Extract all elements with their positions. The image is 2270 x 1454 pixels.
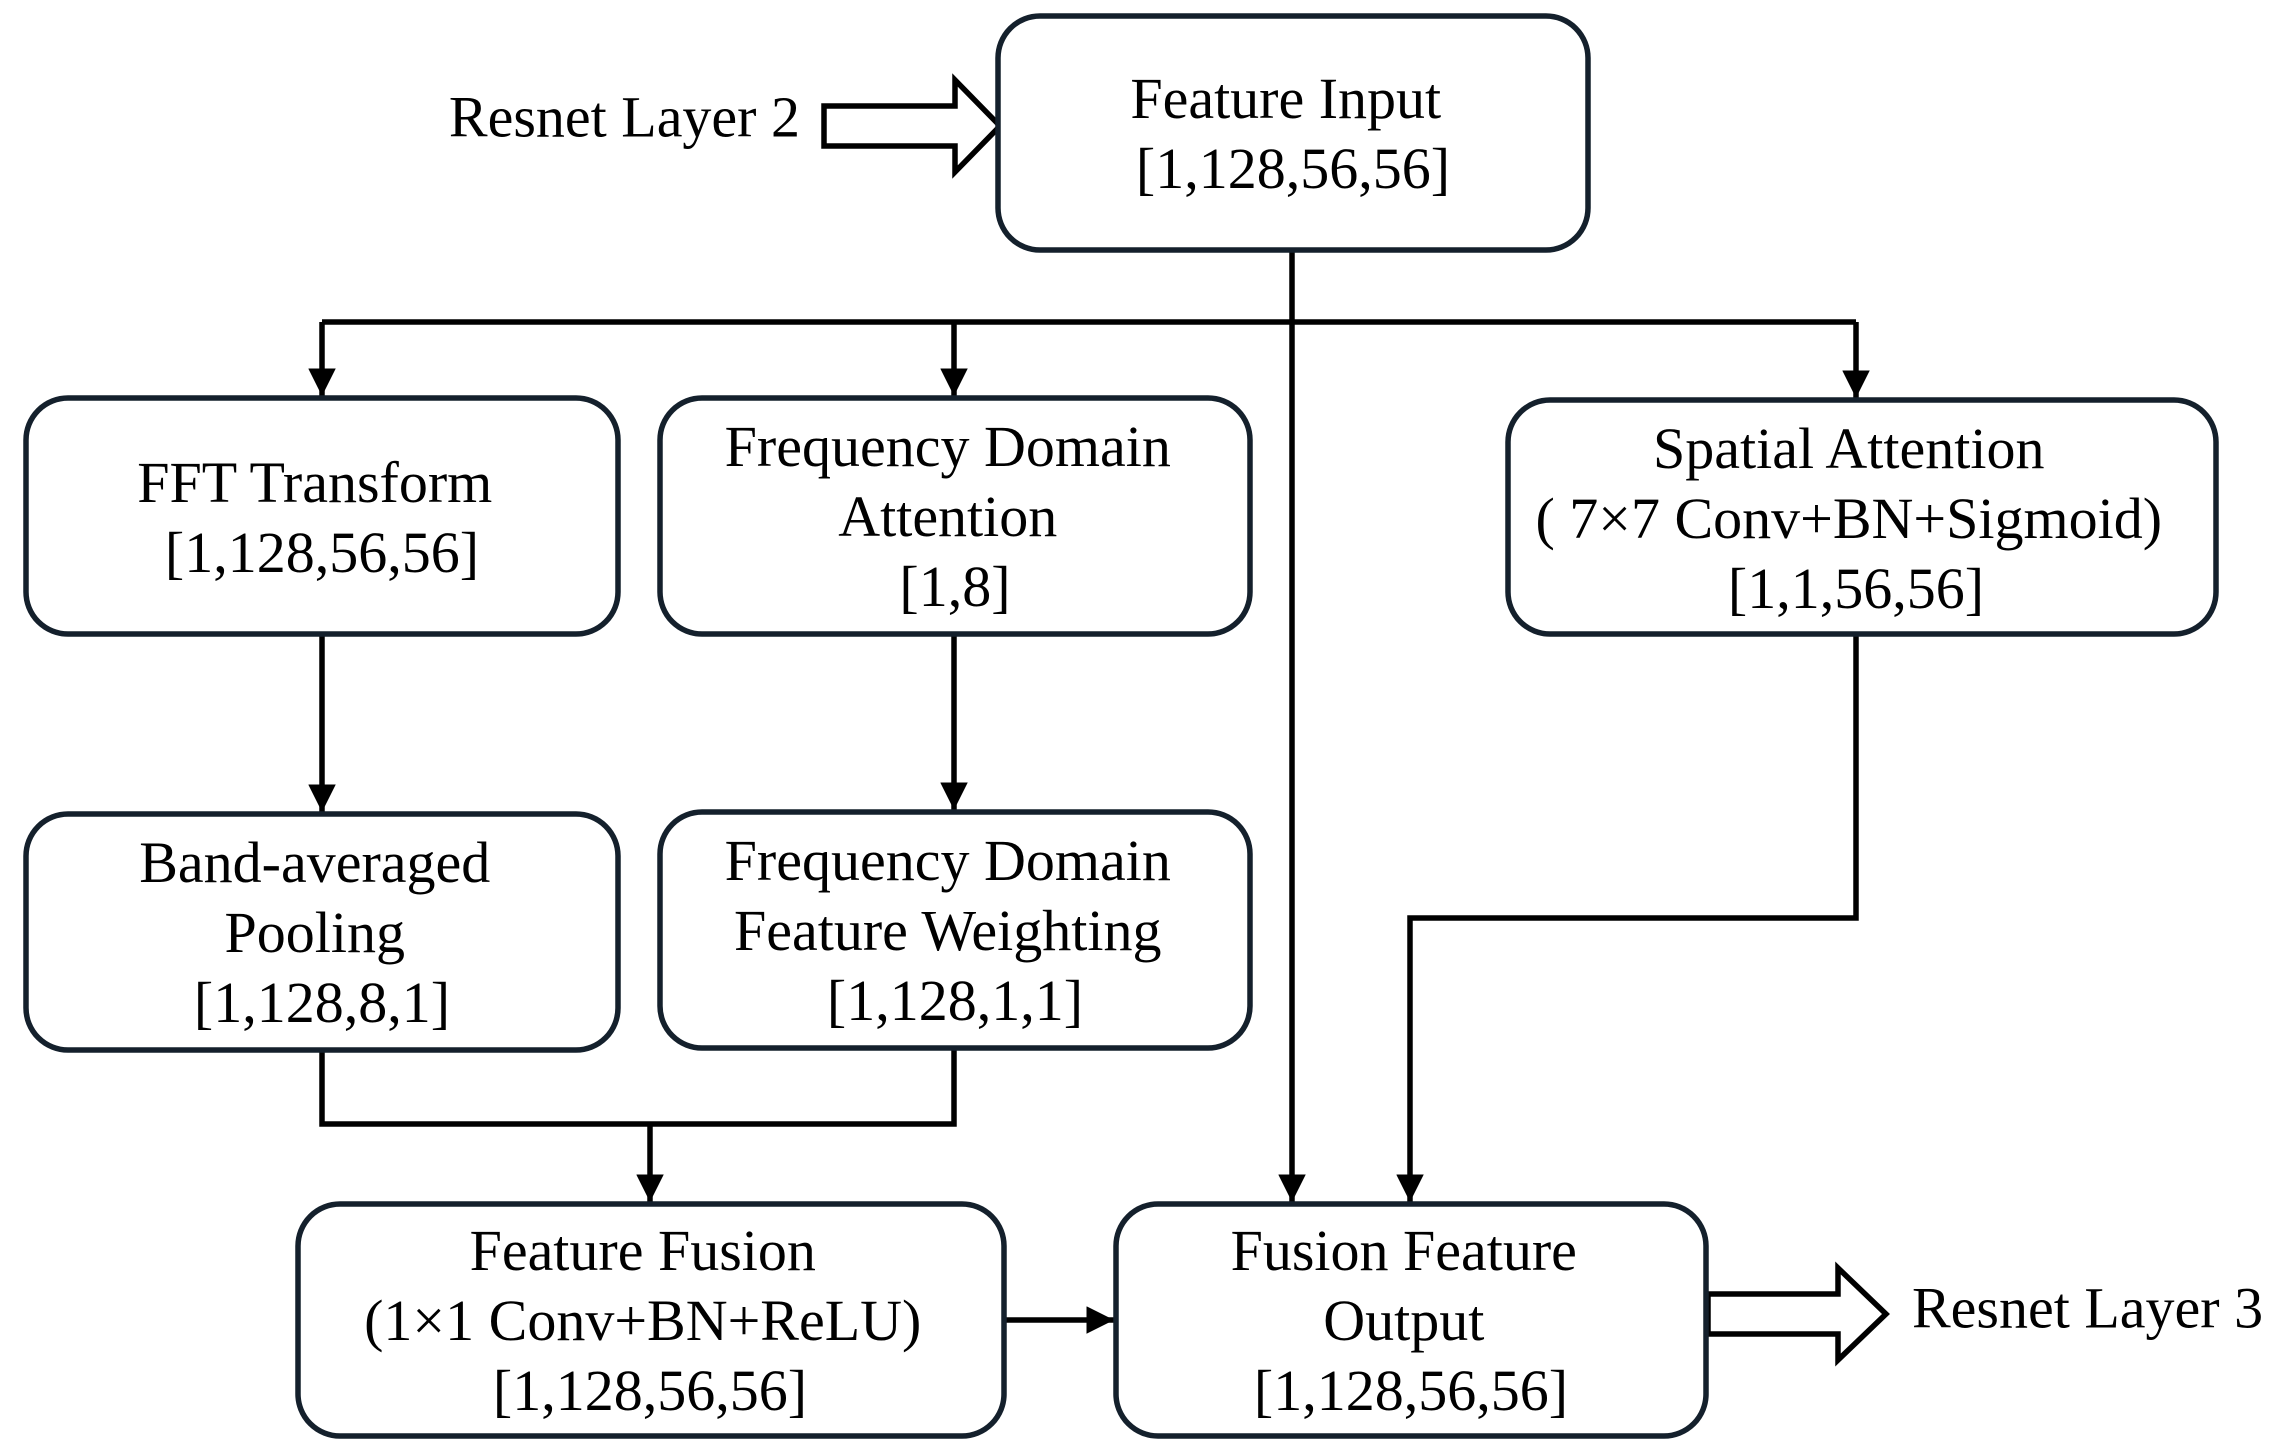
node-freq-attention-line-1: Frequency Domain: [725, 414, 1171, 479]
node-feature-input-line-1: Feature Input: [1130, 66, 1441, 131]
node-spatial-attention-line-3: [1,1,56,56]: [1728, 556, 1984, 621]
node-spatial-attention: Spatial Attention ( 7×7 Conv+BN+Sigmoid)…: [1505, 397, 2219, 637]
svg-text:Frequency Domain Feature: Frequency Domain Feature Weighting [1,12…: [725, 828, 1186, 1033]
node-feature-fusion-line-2: (1×1 Conv+BN+ReLU): [364, 1288, 921, 1353]
node-freq-attention-line-2: Attention: [838, 484, 1057, 549]
node-fft-transform: FFT Transform [1,128,56,56]: [23, 395, 621, 637]
node-fusion-output-line-1: Fusion Feature: [1231, 1218, 1577, 1283]
node-feature-input-line-2: [1,128,56,56]: [1136, 136, 1450, 201]
node-freq-weighting-line-3: [1,128,1,1]: [827, 968, 1083, 1033]
edge-pooling-weighting-merge: [319, 1048, 957, 1127]
svg-text:Spatial Attention ( 7×7: Spatial Attention ( 7×7 Conv+BN+Sigmoid)…: [1535, 416, 2176, 621]
node-band-pooling-line-1: Band-averaged: [139, 830, 490, 895]
node-freq-weighting-line-1: Frequency Domain: [725, 828, 1171, 893]
node-feature-fusion: Feature Fusion (1×1 Conv+BN+ReLU) [1,128…: [295, 1201, 1007, 1439]
node-frequency-feature-weighting: Frequency Domain Feature Weighting [1,12…: [657, 809, 1253, 1051]
node-feature-fusion-line-3: [1,128,56,56]: [493, 1358, 807, 1423]
svg-text:Band-averaged Pooling: Band-averaged Pooling [1,128,8,1]: [139, 830, 505, 1035]
svg-text:Fusion Feature Output: Fusion Feature Output [1,128,56,56]: [1231, 1218, 1592, 1423]
node-freq-attention-line-3: [1,8]: [899, 554, 1010, 619]
node-feature-input: Feature Input [1,128,56,56]: [995, 13, 1591, 253]
node-fft-transform-line-2: [1,128,56,56]: [165, 520, 479, 585]
svg-text:Feature Fusion (1×1 Conv: Feature Fusion (1×1 Conv+BN+ReLU) [1,128…: [364, 1218, 936, 1423]
output-hollow-arrow: [1705, 1261, 1890, 1367]
node-freq-weighting-line-2: Feature Weighting: [734, 898, 1162, 963]
node-band-pooling-line-2: Pooling: [225, 900, 406, 965]
edges: [308, 73, 1890, 1367]
node-band-averaged-pooling: Band-averaged Pooling [1,128,8,1]: [23, 811, 621, 1053]
svg-text:Feature Input [1,128,56,: Feature Input [1,128,56,56]: [1130, 66, 1455, 201]
svg-text:Frequency Domain Attenti: Frequency Domain Attention [1,8]: [725, 414, 1186, 619]
node-fft-transform-line-1: FFT Transform: [137, 450, 492, 515]
node-feature-fusion-line-1: Feature Fusion: [470, 1218, 816, 1283]
node-fusion-output-line-3: [1,128,56,56]: [1254, 1358, 1568, 1423]
output-target-label: Resnet Layer 3: [1912, 1275, 2263, 1340]
node-band-pooling-line-3: [1,128,8,1]: [194, 970, 450, 1035]
node-fusion-output-line-2: Output: [1323, 1288, 1484, 1353]
node-fusion-feature-output: Fusion Feature Output [1,128,56,56]: [1113, 1201, 1709, 1439]
svg-text:FFT Transform [1,128,56,: FFT Transform [1,128,56,56]: [137, 450, 507, 585]
input-source-label: Resnet Layer 2: [449, 84, 800, 149]
edge-spatial-to-fusion-output: [1396, 636, 1859, 1202]
node-frequency-domain-attention: Frequency Domain Attention [1,8]: [657, 395, 1253, 637]
input-hollow-arrow: [821, 73, 1004, 179]
node-spatial-attention-line-2: ( 7×7 Conv+BN+Sigmoid): [1535, 486, 2162, 551]
node-spatial-attention-line-1: Spatial Attention: [1653, 416, 2044, 481]
